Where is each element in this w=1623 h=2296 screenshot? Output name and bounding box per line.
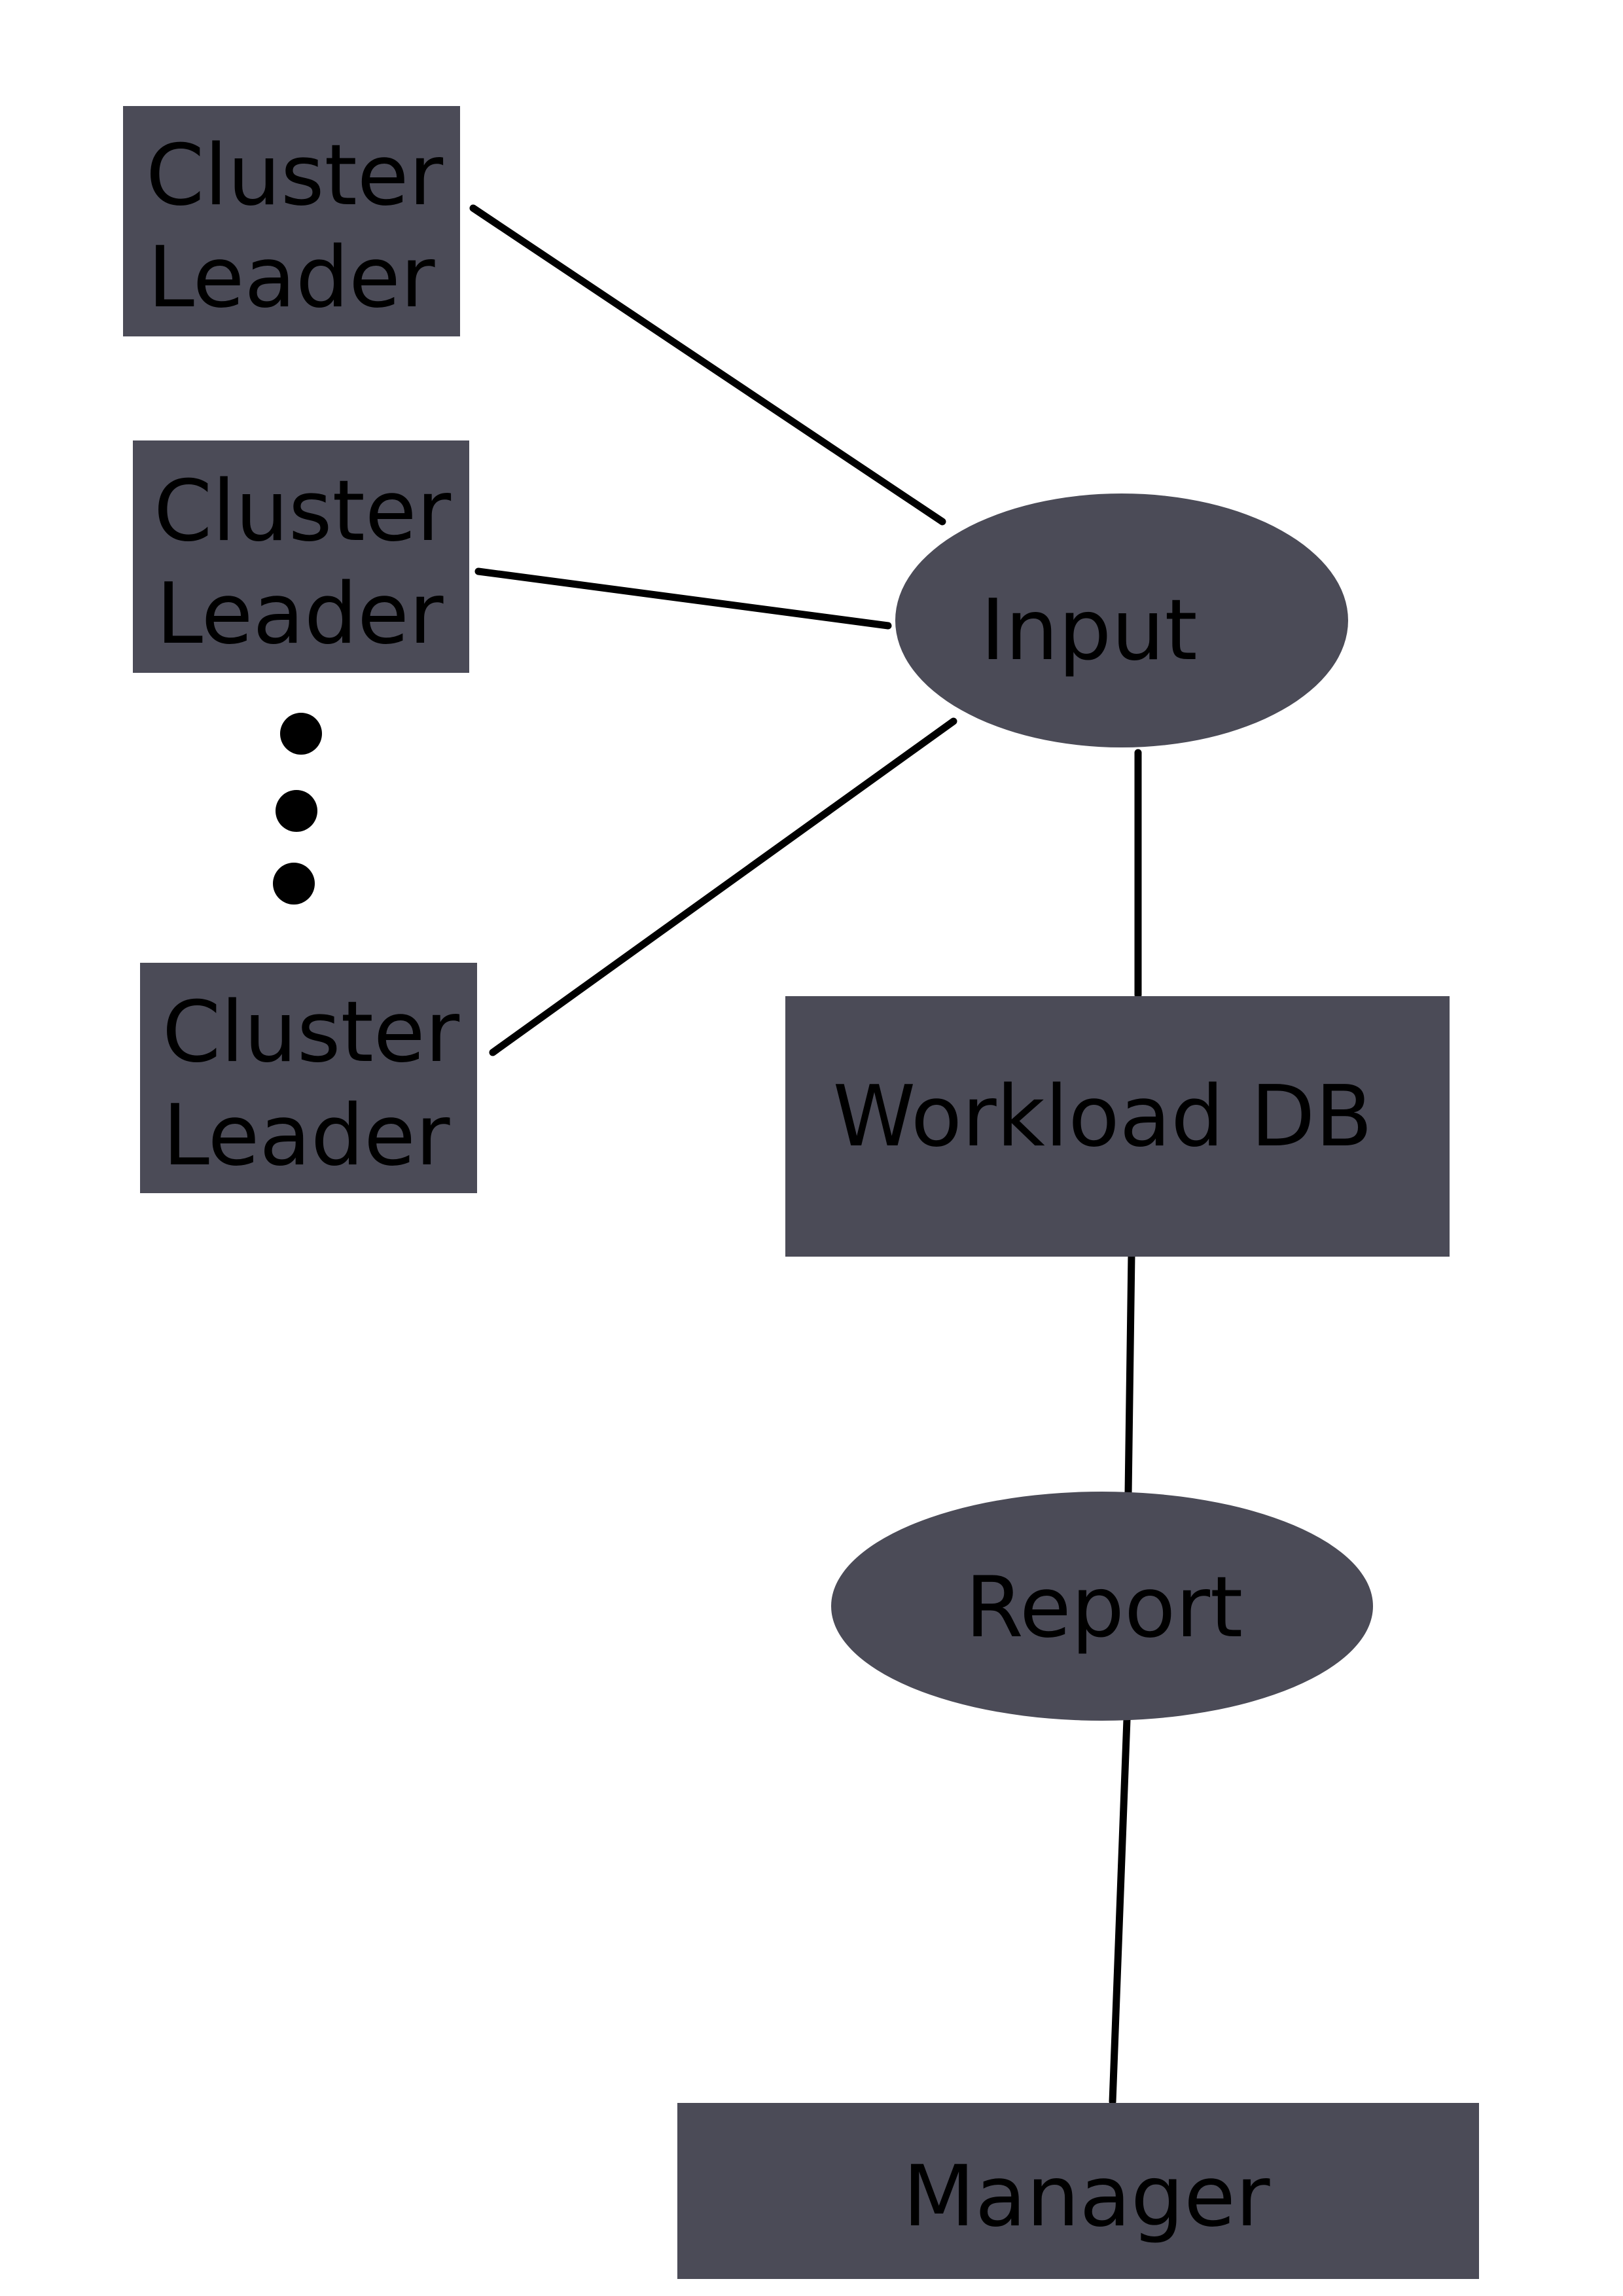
cluster-leader-2-line1: Cluster	[154, 463, 452, 560]
more-cluster-leaders-ellipsis	[273, 713, 322, 905]
manager-label: Manager	[902, 2148, 1270, 2246]
edge-workload-db-to-report	[1124, 1251, 1135, 1498]
cluster-leader-1-line1: Cluster	[146, 127, 444, 224]
manager-node: Manager	[677, 2103, 1479, 2279]
cluster-leader-1-line2: Leader	[148, 229, 435, 327]
edge-cluster-leader-1-to-input	[469, 204, 946, 526]
workload-db-label: Workload DB	[833, 1068, 1373, 1166]
edge-cluster-leader-2-to-input	[474, 567, 892, 630]
ellipsis-dot-1	[280, 713, 322, 755]
cluster-leader-box-2	[133, 440, 469, 673]
edges	[469, 204, 1142, 2106]
cluster-leader-3-line1: Cluster	[162, 984, 460, 1081]
cluster-leader-3-line2: Leader	[163, 1087, 450, 1185]
report-ellipse	[831, 1492, 1373, 1721]
cluster-leader-node-1: Cluster Leader	[123, 106, 460, 336]
workload-db-node: Workload DB	[785, 996, 1450, 1257]
edge-cluster-leader-3-to-input	[489, 717, 957, 1056]
input-label: Input	[980, 582, 1197, 679]
manager-box	[677, 2103, 1479, 2279]
cluster-leader-node-3: Cluster Leader	[140, 963, 477, 1193]
cluster-leader-node-2: Cluster Leader	[133, 440, 469, 673]
input-ellipse	[895, 493, 1348, 747]
cluster-leader-box-3	[140, 963, 477, 1193]
report-node: Report	[831, 1492, 1373, 1721]
ellipsis-dot-3	[273, 863, 315, 905]
cluster-leader-box-1	[123, 106, 460, 336]
ellipsis-dot-2	[276, 790, 317, 832]
input-node: Input	[895, 493, 1348, 747]
workload-db-box	[785, 996, 1450, 1257]
edge-report-to-manager	[1109, 1715, 1131, 2106]
report-label: Report	[965, 1559, 1243, 1657]
cluster-leader-2-line2: Leader	[156, 565, 444, 663]
